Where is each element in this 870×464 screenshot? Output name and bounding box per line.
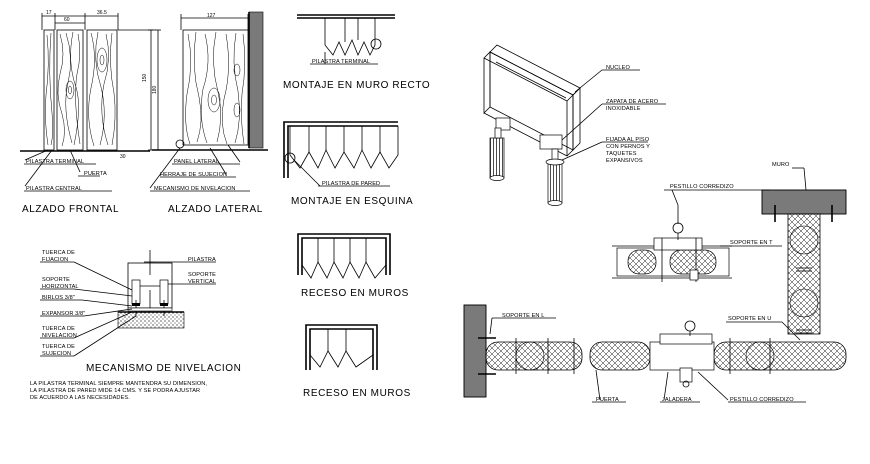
label-soporte-t: SOPORTE EN T xyxy=(730,240,773,246)
label-jaladera: JALADERA xyxy=(662,397,692,403)
label-pilastra-mec: PILASTRA xyxy=(188,257,216,263)
label-pilastra-pared: PILASTRA DE PARED xyxy=(322,181,380,187)
lateral-dim-127: 127 xyxy=(207,13,216,19)
label-pilastra-terminal: PILASTRA TERMINAL xyxy=(26,159,84,165)
note-line-3: DE ACUERDO A LAS NECESIDADES. xyxy=(30,395,130,401)
frontal-dim-17: 17 xyxy=(46,10,52,16)
label-zapata-1: ZAPATA DE ACERO xyxy=(606,99,659,105)
label-soporte-horizontal-1: SOPORTE xyxy=(42,277,70,283)
label-puerta-plan: PUERTA xyxy=(596,397,619,403)
label-mecanismo-nivelacion: MECANISMO DE NIVELACION xyxy=(154,186,236,192)
label-puerta: PUERTA xyxy=(84,171,107,177)
title-receso-muros-2: RECESO EN MUROS xyxy=(303,388,411,399)
note-line-1: LA PILASTRA TERMINAL SIEMPRE MANTENDRA S… xyxy=(30,381,207,387)
frontal-dim-60: 60 xyxy=(64,17,70,23)
label-tuerca-nivelacion-1: TUERCA DE xyxy=(42,326,75,332)
label-panel-lateral: PANEL LATERAL xyxy=(174,159,219,165)
label-tuerca-fijacion-1: TUERCA DE xyxy=(42,250,75,256)
label-soporte-vertical-2: VERTICAL xyxy=(188,279,216,285)
title-mecanismo: MECANISMO DE NIVELACION xyxy=(86,363,242,374)
label-birlos: BIRLOS 3/8" xyxy=(42,295,75,301)
title-receso-muros-1: RECESO EN MUROS xyxy=(301,288,409,299)
alzado-frontal: 17 60 36.5 150 30 xyxy=(20,10,156,215)
label-soporte-u: SOPORTE EN U xyxy=(728,316,771,322)
plan-details: MURO PESTILLO CORREDIZO SOPORTE EN T xyxy=(463,162,847,403)
receso-muros-2: RECESO EN MUROS xyxy=(303,324,411,399)
lateral-dim-180: 180 xyxy=(152,85,158,94)
label-fijada-1: FIJADA AL PISO xyxy=(606,137,650,143)
label-soporte-vertical-1: SOPORTE xyxy=(188,272,216,278)
title-montaje-esquina: MONTAJE EN ESQUINA xyxy=(291,196,413,207)
label-pilastra-terminal-recto: PILASTRA TERMINAL xyxy=(312,59,370,65)
label-fijada-4: EXPANSIVOS xyxy=(606,158,643,164)
mecanismo-nivelacion: TUERCA DE FIJACION SOPORTE HORIZONTAL BI… xyxy=(30,250,242,401)
montaje-esquina: PILASTRA DE PARED MONTAJE EN ESQUINA xyxy=(283,121,413,207)
label-tuerca-fijacion-2: FIJACION xyxy=(42,257,68,263)
label-pestillo-corredizo-top: PESTILLO CORREDIZO xyxy=(670,184,734,190)
label-zapata-2: INOXIDABLE xyxy=(606,106,641,112)
frontal-dim-36: 36.5 xyxy=(97,10,107,16)
note-line-2: LA PILASTRA DE PARED MIDE 14 CMS. Y SE P… xyxy=(30,388,200,394)
label-herraje-sujecion: HERRAJE DE SUJECION xyxy=(160,172,227,178)
label-fijada-3: TAQUETES xyxy=(606,151,637,157)
alzado-lateral: 127 180 PANEL LATERA xyxy=(149,11,268,215)
montaje-muro-recto: PILASTRA TERMINAL MONTAJE EN MURO RECTO xyxy=(283,14,430,91)
label-fijada-2: CON PERNOS Y xyxy=(606,144,650,150)
label-soporte-horizontal-2: HORIZONTAL xyxy=(42,284,79,290)
isometric-pilastra: NUCLEO ZAPATA DE ACERO INOXIDABLE FIJADA… xyxy=(483,44,666,206)
title-alzado-lateral: ALZADO LATERAL xyxy=(168,204,263,215)
label-tuerca-sujecion-2: SUJECION xyxy=(42,351,71,357)
frontal-dim-150: 150 xyxy=(142,73,148,82)
label-nucleo: NUCLEO xyxy=(606,65,630,71)
frontal-dim-30: 30 xyxy=(120,154,126,160)
label-soporte-l: SOPORTE EN L xyxy=(502,313,544,319)
label-pilastra-central: PILASTRA CENTRAL xyxy=(26,186,82,192)
label-pestillo-corredizo-bottom: PESTILLO CORREDIZO xyxy=(730,397,794,403)
label-tuerca-sujecion-1: TUERCA DE xyxy=(42,344,75,350)
label-muro: MURO xyxy=(772,162,790,168)
receso-muros-1: RECESO EN MUROS xyxy=(297,233,409,299)
title-montaje-muro-recto: MONTAJE EN MURO RECTO xyxy=(283,80,430,91)
label-tuerca-nivelacion-2: NIVELACION xyxy=(42,333,77,339)
title-alzado-frontal: ALZADO FRONTAL xyxy=(22,204,119,215)
label-expansor: EXPANSOR 3/8" xyxy=(42,311,85,317)
